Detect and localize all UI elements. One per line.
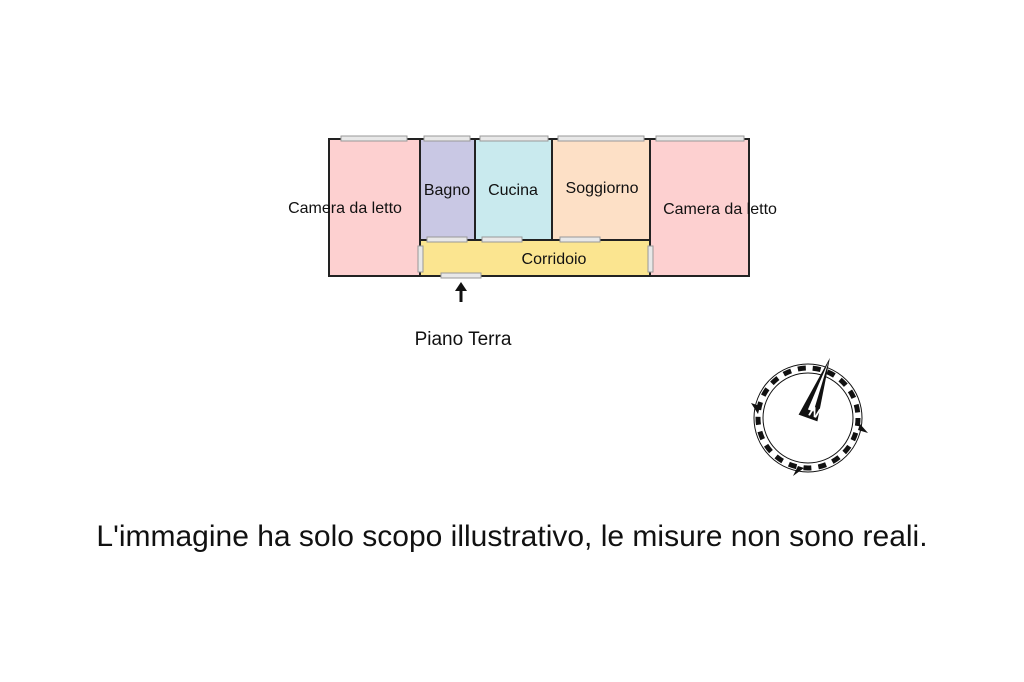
room-label-corridor: Corridoio	[522, 251, 587, 268]
room-living	[552, 139, 650, 240]
compass-rose-icon: N	[751, 357, 868, 476]
windows	[340, 135, 745, 142]
room-label-bedroom-left: Camera da letto	[288, 200, 402, 217]
room-bathroom	[420, 139, 475, 240]
doors	[417, 236, 654, 279]
room-bedroom-left	[329, 139, 420, 276]
room-label-kitchen: Cucina	[488, 182, 538, 199]
room-kitchen	[475, 139, 552, 240]
up-arrow-icon	[455, 282, 467, 302]
room-corridor	[420, 240, 650, 276]
room-label-bathroom: Bagno	[424, 182, 470, 199]
floor-label: Piano Terra	[415, 329, 512, 350]
room-label-bedroom-right: Camera da letto	[663, 201, 777, 218]
disclaimer-text: L'immagine ha solo scopo illustrativo, l…	[96, 520, 928, 553]
room-bedroom-right	[650, 139, 749, 276]
room-label-living: Soggiorno	[566, 180, 639, 197]
